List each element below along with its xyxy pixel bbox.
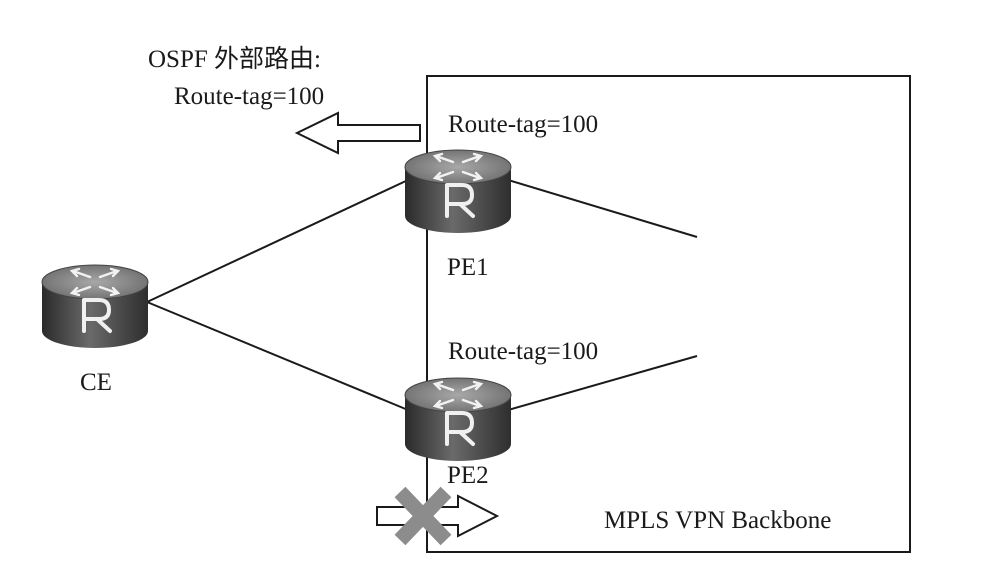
link-pe1-backbone [507, 179, 698, 238]
pe2-route-tag: Route-tag=100 [448, 338, 598, 365]
router-icon [403, 376, 513, 463]
backbone-label: MPLS VPN Backbone [604, 507, 831, 534]
pe1-route-tag: Route-tag=100 [448, 111, 598, 138]
cross-mark-icon [394, 486, 452, 546]
backbone-box [426, 75, 911, 553]
link-ce-pe1 [146, 179, 409, 303]
right-arrow-icon [376, 494, 500, 538]
links [146, 179, 698, 411]
ce-label: CE [80, 369, 112, 396]
pe2-label: PE2 [447, 462, 489, 489]
router-icon [403, 148, 513, 235]
link-ce-pe2 [146, 301, 409, 411]
pe1-label: PE1 [447, 254, 489, 281]
left-arrow-icon [294, 111, 421, 155]
link-pe2-backbone [507, 355, 698, 411]
annotation-route-tag: Route-tag=100 [174, 83, 324, 110]
router-icon [40, 263, 150, 350]
annotation-title: OSPF 外部路由: [148, 45, 321, 73]
